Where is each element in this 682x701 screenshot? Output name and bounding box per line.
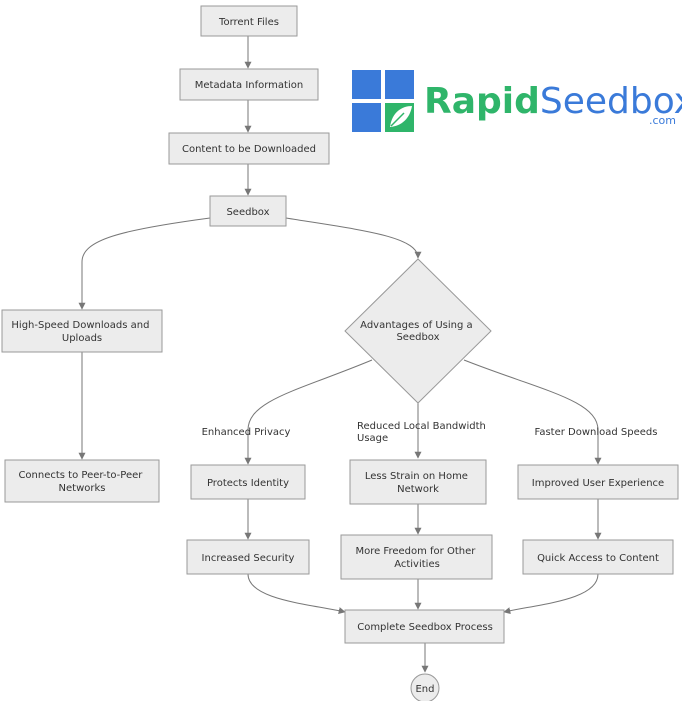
node-end: End [410, 673, 440, 701]
node-more-freedom: More Freedom for Other Activities [340, 534, 493, 580]
svg-text:Less Strain on Home Netw: Less Strain on Home Network [365, 471, 471, 495]
node-metadata-information: Metadata Information [179, 68, 319, 101]
node-content-to-be-downloaded: Content to be Downloaded [168, 132, 330, 165]
node-torrent-files: Torrent Files [200, 5, 298, 37]
svg-text:RapidSeedbox: RapidSeedbox [424, 81, 682, 122]
node-protects-identity: Protects Identity [190, 464, 306, 500]
edge-label-reduced-bandwidth: Reduced Local Bandwidth Usage [357, 421, 489, 444]
svg-text:Increased Security: Increased Security [202, 553, 295, 564]
edge-label-faster-speeds: Faster Download Speeds [535, 427, 658, 438]
svg-text:End: End [415, 684, 434, 695]
edge-advantages-protects [244, 359, 373, 465]
svg-text:High-Speed Downloads and: High-Speed Downloads and Uploads [11, 320, 152, 344]
logo-text-com: .com [649, 114, 676, 127]
node-advantages-decision: Advantages of Using a Seedbox [344, 258, 492, 404]
svg-text:More Freedom for Other A: More Freedom for Other Activities [355, 546, 478, 570]
node-quick-access: Quick Access to Content [522, 539, 674, 575]
logo-squares-icon [352, 70, 414, 132]
svg-text:Complete Seedbox Process: Complete Seedbox Process [357, 622, 493, 633]
svg-text:Advantages of Using a Se: Advantages of Using a Seedbox [360, 320, 476, 343]
edge-label-enhanced-privacy: Enhanced Privacy [202, 427, 291, 438]
svg-text:Improved User Experience: Improved User Experience [532, 478, 664, 489]
edge-advantages-ux [463, 359, 602, 465]
svg-text:Connects to Peer-to-Peer: Connects to Peer-to-Peer Networks [18, 470, 145, 494]
edge-security-complete [247, 573, 346, 615]
svg-text:Torrent Files: Torrent Files [218, 17, 279, 28]
svg-text:Metadata Information: Metadata Information [195, 80, 303, 91]
node-improved-ux: Improved User Experience [517, 464, 679, 500]
node-high-speed-downloads: High-Speed Downloads and Uploads [1, 309, 163, 353]
edge-seedbox-advantages [285, 217, 422, 259]
rapidseedbox-logo: RapidSeedbox .com [352, 70, 682, 132]
node-increased-security: Increased Security [186, 539, 310, 575]
logo-text-rapid: Rapid [424, 81, 540, 122]
edge-quick-complete [503, 573, 599, 615]
svg-text:Quick Access to Content: Quick Access to Content [537, 553, 659, 564]
svg-text:Seedbox: Seedbox [226, 207, 269, 218]
node-connects-p2p: Connects to Peer-to-Peer Networks [4, 459, 160, 503]
node-less-strain: Less Strain on Home Network [349, 459, 487, 505]
node-complete-process: Complete Seedbox Process [344, 609, 505, 644]
svg-text:Content to be Downloaded: Content to be Downloaded [182, 144, 316, 155]
node-seedbox: Seedbox [209, 195, 287, 227]
edge-seedbox-highspeed [78, 217, 211, 310]
logo-text-seedbox: Seedbox [540, 81, 682, 122]
svg-text:Protects Identity: Protects Identity [207, 478, 289, 489]
